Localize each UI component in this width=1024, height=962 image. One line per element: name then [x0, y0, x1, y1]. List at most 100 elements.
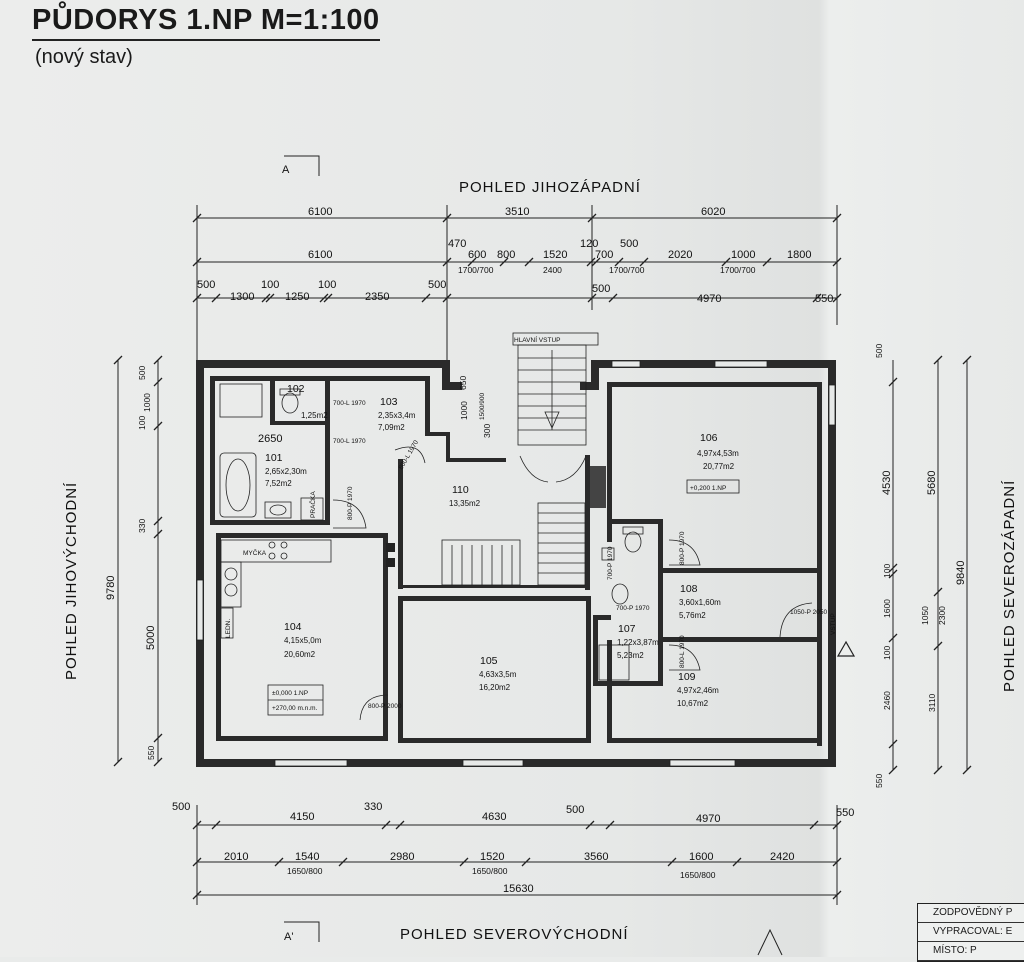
title-block-row: VYPRACOVAL: E — [918, 923, 1024, 942]
svg-text:105: 105 — [480, 655, 498, 667]
svg-text:102: 102 — [287, 383, 305, 395]
svg-text:4,15x5,0m: 4,15x5,0m — [284, 636, 322, 645]
dim-left: 100 — [137, 416, 147, 430]
dim-bottom: 2420 — [770, 851, 794, 863]
dim-bottom-sub: 1650/800 — [287, 866, 323, 876]
level-mark-106: +0,200 1.NP — [686, 479, 740, 494]
room-106: 106 4,97x4,53m 20,77m2 — [697, 432, 739, 471]
svg-text:2,65x2,30m: 2,65x2,30m — [265, 467, 307, 476]
room-109: 109 4,97x2,46m 10,67m2 — [677, 671, 719, 708]
door-tag: 800-L 1970 — [398, 439, 421, 471]
room-102: 102 1,25m2 — [287, 383, 328, 420]
dim-top: 6100 — [308, 206, 332, 218]
dim-top: 700 — [595, 249, 613, 261]
dim-top: 500 — [620, 238, 638, 250]
dim-misc: 650 — [458, 376, 468, 390]
room-107: 107 1,22x3,87m 5,23m2 — [617, 623, 659, 660]
dim-top: 800 — [497, 249, 515, 261]
dim-top: 6100 — [308, 249, 332, 261]
room-101: 101 2,65x2,30m 7,52m2 — [265, 452, 307, 488]
svg-text:10,67m2: 10,67m2 — [677, 699, 709, 708]
svg-text:106: 106 — [700, 432, 718, 444]
fixtures — [219, 383, 644, 681]
drawing-title: PŮDORYS 1.NP M=1:100 — [32, 4, 380, 41]
dim-bottom: 4970 — [696, 813, 720, 825]
dim-top: 120 — [580, 238, 598, 250]
svg-text:13,35m2: 13,35m2 — [449, 499, 481, 508]
dim-misc: 1500/900 — [479, 393, 486, 420]
svg-text:4,97x4,53m: 4,97x4,53m — [697, 449, 739, 458]
dim-top: 6020 — [701, 206, 725, 218]
dim-bottom: 1600 — [689, 851, 713, 863]
fridge-label: LEDN. — [225, 619, 232, 638]
dim-right-total: 9840 — [955, 561, 967, 585]
door-swings — [332, 446, 813, 721]
view-label-top: POHLED JIHOZÁPADNÍ — [459, 179, 641, 196]
dim-right: 2460 — [882, 691, 892, 710]
svg-text:±0,000 1.NP: ±0,000 1.NP — [272, 690, 308, 697]
room-110: 110 13,35m2 — [449, 484, 481, 508]
dim-top-sub: 1700/700 — [609, 265, 645, 275]
svg-text:110: 110 — [452, 484, 469, 496]
dim-bottom: 2980 — [390, 851, 414, 863]
side-entrance-label: VSTUP — [830, 613, 837, 635]
svg-text:7,52m2: 7,52m2 — [265, 479, 292, 488]
door-tag: 800-P 1970 — [347, 486, 354, 520]
view-label-bottom: POHLED SEVEROVÝCHODNÍ — [400, 926, 629, 943]
door-tag: 700-P 1970 — [616, 605, 650, 612]
dim-left: 1000 — [142, 393, 152, 412]
dim-top-sub: 1700/700 — [720, 265, 756, 275]
dim-bottom: 330 — [364, 801, 382, 813]
dim-bottom: 550 — [836, 807, 854, 819]
svg-text:5,76m2: 5,76m2 — [679, 611, 706, 620]
dim-misc: 2650 — [258, 433, 282, 445]
dim-right: 500 — [874, 344, 884, 358]
room-105: 105 4,63x3,5m 16,20m2 — [479, 655, 517, 692]
dishwasher-label: MYČKA — [243, 548, 267, 557]
svg-text:1,25m2: 1,25m2 — [301, 411, 328, 420]
dim-bottom-total: 15630 — [503, 883, 534, 895]
room-103: 103 2,35x3,4m 7,09m2 — [378, 396, 416, 432]
dim-right: 1050 — [920, 606, 930, 625]
svg-text:108: 108 — [680, 583, 698, 595]
dim-misc: 300 — [482, 424, 492, 438]
dim-top: 500 — [197, 279, 215, 291]
dim-top: 500 — [428, 279, 446, 291]
door-tag: 800-L 1970 — [679, 635, 686, 668]
svg-text:103: 103 — [380, 396, 398, 408]
svg-text:5,23m2: 5,23m2 — [617, 651, 644, 660]
dim-bottom: 2010 — [224, 851, 248, 863]
dim-top: 470 — [448, 238, 466, 250]
interior-stairs — [441, 502, 586, 586]
dim-top: 1300 — [230, 291, 254, 303]
view-label-left: POHLED JIHOVÝCHODNÍ — [63, 482, 80, 680]
svg-text:7,09m2: 7,09m2 — [378, 423, 405, 432]
dim-top: 2350 — [365, 291, 389, 303]
svg-text:101: 101 — [265, 452, 283, 464]
section-mark-top — [284, 155, 320, 176]
dim-top: 1000 — [731, 249, 755, 261]
svg-text:+0,200 1.NP: +0,200 1.NP — [690, 485, 726, 492]
dim-right: 5680 — [926, 471, 938, 495]
door-tag: 1050-P 2050 — [790, 609, 827, 616]
main-entrance-label: HLAVNÍ VSTUP — [514, 335, 560, 344]
dim-bottom-sub: 1650/800 — [472, 866, 508, 876]
level-mark-104: ±0,000 1.NP +270,00 m.n.m. — [267, 684, 324, 716]
dim-top: 3510 — [505, 206, 529, 218]
door-tag: 800-P 1970 — [679, 531, 686, 565]
drawing-subtitle: (nový stav) — [35, 46, 133, 68]
room-108: 108 3,60x1,60m 5,76m2 — [679, 583, 721, 620]
dim-bottom: 4150 — [290, 811, 314, 823]
dim-left: 5000 — [145, 626, 157, 650]
dim-top: 550 — [815, 293, 833, 305]
svg-text:16,20m2: 16,20m2 — [479, 683, 511, 692]
door-tag: 800-P 2000 — [368, 703, 402, 710]
dim-top: 100 — [318, 279, 336, 291]
door-tag: 700-L 1970 — [333, 400, 366, 407]
dim-top: 1800 — [787, 249, 811, 261]
view-label-right: POHLED SEVEROZÁPADNÍ — [1001, 480, 1018, 692]
entrance-stairs — [512, 332, 599, 483]
svg-text:20,77m2: 20,77m2 — [703, 462, 735, 471]
chimney — [590, 466, 606, 508]
dim-bottom: 1540 — [295, 851, 319, 863]
